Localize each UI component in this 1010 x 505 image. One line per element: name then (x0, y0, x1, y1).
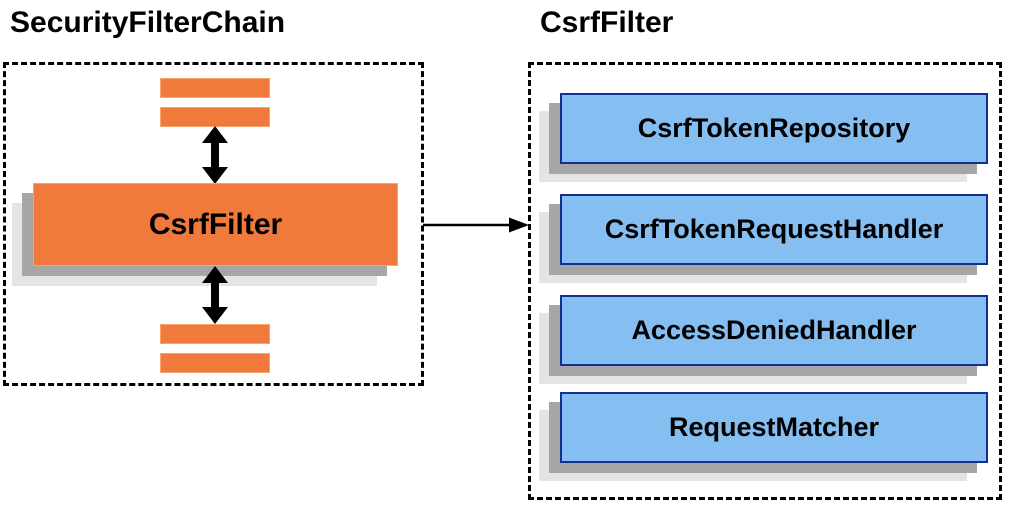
double-arrow-icon (197, 266, 233, 324)
component-box: CsrfTokenRequestHandler (560, 194, 988, 265)
component-box: CsrfTokenRepository (560, 93, 988, 164)
filter-placeholder-bar (160, 353, 270, 373)
component-box-label: AccessDeniedHandler (631, 315, 917, 345)
component-box-label: CsrfTokenRepository (637, 113, 911, 143)
csrf-filter-boundary (528, 62, 1002, 500)
csrf-filter-node-label: CsrfFilter (148, 207, 283, 241)
csrf-filter-node: CsrfFilter (33, 183, 398, 266)
right-panel-title: CsrfFilter (540, 6, 674, 39)
right-arrow-icon (423, 215, 529, 235)
double-arrow-icon (197, 126, 233, 184)
filter-placeholder-bar (160, 324, 270, 344)
filter-placeholder-bar (160, 78, 270, 98)
component-box: AccessDeniedHandler (560, 295, 988, 366)
component-box: RequestMatcher (560, 392, 988, 463)
component-box-label: RequestMatcher (668, 412, 880, 442)
filter-placeholder-bar (160, 107, 270, 127)
left-panel-title: SecurityFilterChain (10, 6, 286, 39)
security-filter-chain-boundary (3, 62, 424, 386)
component-box-label: CsrfTokenRequestHandler (604, 214, 944, 244)
